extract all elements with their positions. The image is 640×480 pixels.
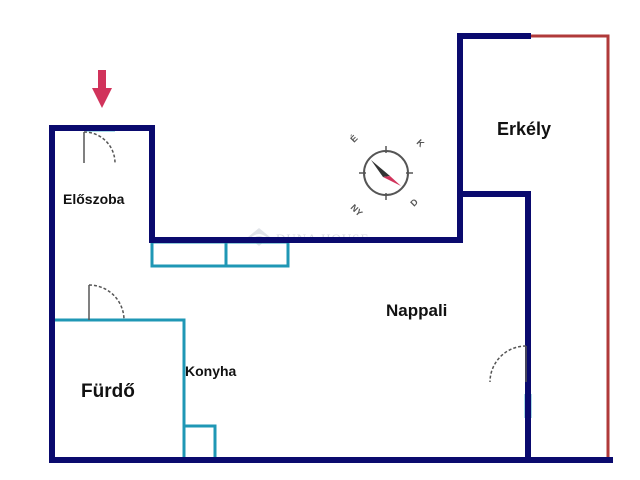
bathroom-wall xyxy=(52,318,186,460)
door-balcony xyxy=(489,345,527,383)
room-label-furdo: Fürdő xyxy=(81,381,135,402)
kitchen-upper-cabinets xyxy=(150,240,290,268)
compass-label-west: NY xyxy=(349,202,365,218)
compass-needle-south xyxy=(383,176,401,186)
room-label-nappali: Nappali xyxy=(386,301,447,320)
room-label-erkely: Erkély xyxy=(497,119,551,139)
kitchen-counter xyxy=(182,424,217,462)
room-label-konyha: Konyha xyxy=(185,363,237,379)
inner-walls xyxy=(52,240,290,462)
door-bathroom xyxy=(88,284,125,321)
compass-label-east: K xyxy=(415,137,427,149)
outer-walls xyxy=(49,33,613,463)
room-label-eloszoba: Előszoba xyxy=(63,191,125,207)
compass-label-north: É xyxy=(348,133,359,144)
balcony-railing xyxy=(528,34,610,460)
compass-rose-icon: É K NY D xyxy=(348,133,426,218)
entrance-arrow-icon xyxy=(92,70,112,108)
door-entrance xyxy=(83,131,116,164)
compass-label-south: D xyxy=(408,196,420,208)
compass-needle-north xyxy=(371,160,390,177)
